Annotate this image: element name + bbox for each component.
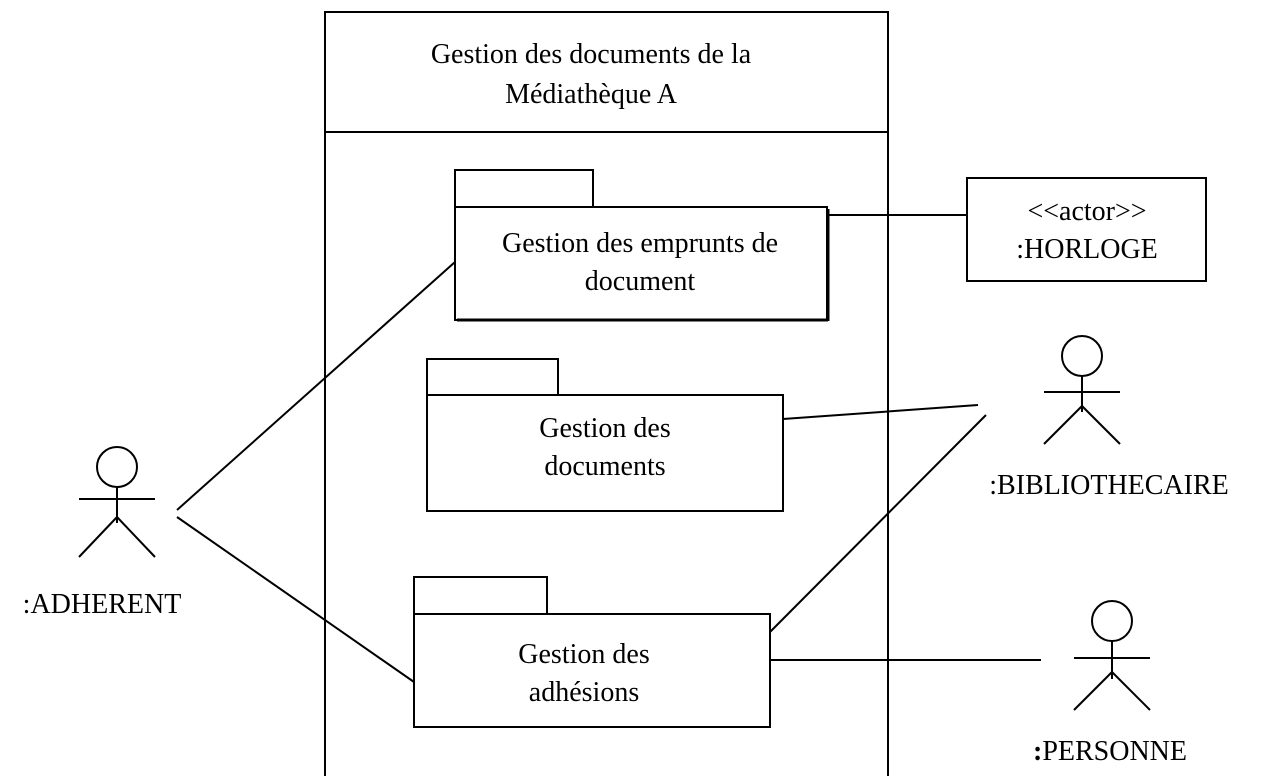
system-title-line1: Gestion des documents de la	[431, 39, 752, 70]
actor-bibliothecaire-name: :BIBLIOTHECAIRE	[989, 470, 1229, 501]
associations	[176, 214, 1041, 683]
box-actor-icon	[966, 177, 1207, 282]
stick-figure-icon	[1043, 335, 1121, 445]
actor-adherent[interactable]: :ADHERENT	[23, 446, 182, 620]
package-tab	[454, 169, 594, 208]
actor-personne[interactable]: :PERSONNE	[1033, 600, 1187, 767]
association-adhesions-bibliothecaire	[769, 414, 987, 633]
stick-figure-icon	[78, 446, 156, 558]
system-frame	[324, 11, 889, 776]
package-adhesions-label-line2: adhésions	[529, 677, 639, 708]
actor-horloge[interactable]: <<actor>> :HORLOGE	[966, 177, 1207, 282]
association-adherent-emprunts	[176, 261, 456, 511]
package-documents-label-line2: documents	[544, 451, 665, 482]
package-body	[454, 206, 828, 321]
package-body	[413, 613, 771, 728]
package-adhesions-label-line1: Gestion des	[518, 639, 649, 670]
actor-adherent-name: :ADHERENT	[23, 589, 182, 620]
association-adherent-adhesions	[176, 516, 415, 683]
package-emprunts-label-line2: document	[585, 266, 696, 297]
actor-personne-name: :PERSONNE	[1033, 736, 1187, 767]
package-tab	[426, 358, 559, 396]
system-title-line2: Médiathèque A	[505, 79, 678, 110]
stick-figure-icon	[1073, 600, 1151, 711]
actor-horloge-name: :HORLOGE	[1016, 234, 1158, 265]
association-documents-bibliothecaire	[782, 404, 979, 420]
package-emprunts[interactable]: Gestion des emprunts de document	[454, 169, 830, 322]
package-tab	[413, 576, 548, 615]
actor-personne-name-prefix: :	[1033, 736, 1042, 767]
package-body	[426, 394, 784, 512]
package-emprunts-label-line1: Gestion des emprunts de	[502, 228, 778, 259]
actor-personne-name-rest: PERSONNE	[1042, 736, 1187, 767]
actor-horloge-stereotype: <<actor>>	[1027, 196, 1146, 227]
package-documents-label-line1: Gestion des	[539, 413, 670, 444]
actor-bibliothecaire[interactable]: :BIBLIOTHECAIRE	[989, 335, 1229, 501]
package-adhesions[interactable]: Gestion des adhésions	[413, 576, 771, 728]
system-boundary: Gestion des documents de la Médiathèque …	[324, 11, 889, 776]
package-documents[interactable]: Gestion des documents	[426, 358, 784, 512]
